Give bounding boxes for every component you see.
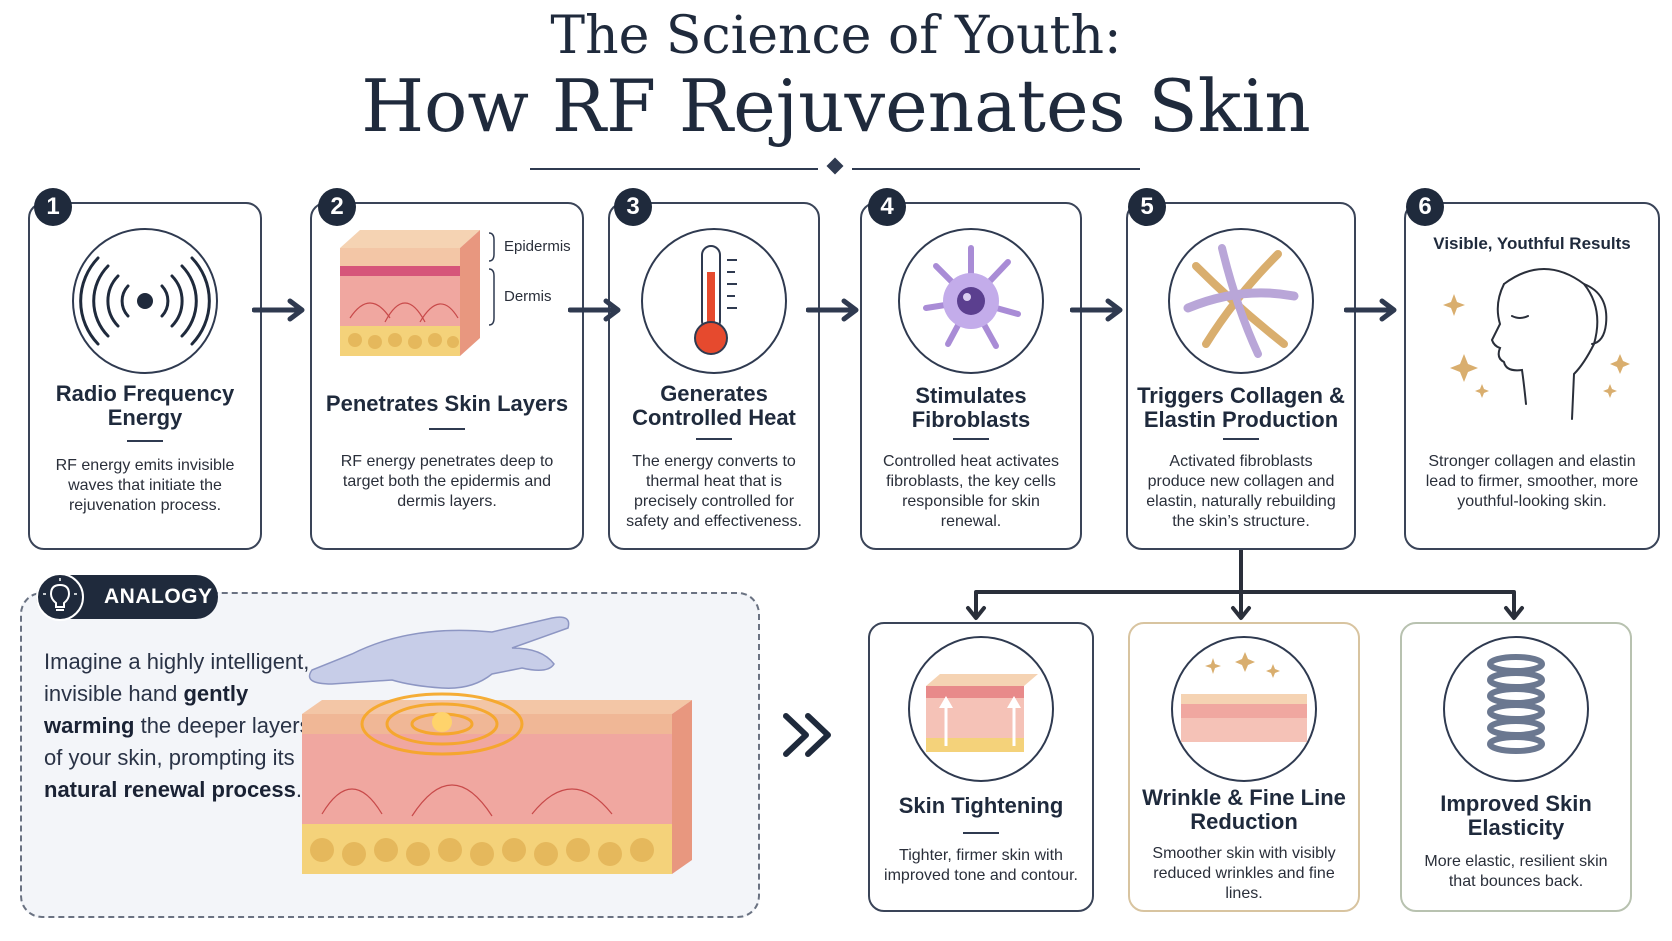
step-title: Visible, Youthful Results — [1433, 234, 1631, 253]
result-title: Wrinkle & Fine Line Reduction — [1142, 785, 1346, 834]
layer-bracket-epidermis — [488, 232, 495, 262]
thermometer-icon — [639, 226, 789, 376]
skin-layers-icon — [330, 218, 490, 368]
dermis-label: Dermis — [504, 288, 552, 305]
step-title: Generates Controlled Heat — [632, 381, 796, 430]
step-title: Radio Frequency Energy — [55, 381, 235, 430]
step-number-1: 1 — [34, 188, 72, 226]
result-title: Skin Tightening — [898, 793, 1064, 818]
step-description: The energy converts to thermal heat that… — [626, 453, 802, 530]
step-card-2: Epidermis Dermis Penetrates Skin Layers … — [310, 202, 584, 550]
step-rule — [953, 438, 989, 440]
step-card-3: Generates Controlled Heat The energy con… — [608, 202, 820, 550]
spring-icon — [1441, 634, 1591, 784]
result-description: More elastic, resilient skin that bounce… — [1424, 853, 1608, 890]
analogy-text: Imagine a highly intelligent, invisible … — [44, 649, 311, 802]
face-profile-icon — [1434, 254, 1634, 424]
step-rule — [429, 428, 465, 430]
result-card-1: Skin Tightening Tighter, firmer skin wit… — [868, 622, 1094, 912]
step-number-2: 2 — [318, 188, 356, 226]
step-rule — [127, 440, 163, 442]
result-description: Smoother skin with visibly reduced wrink… — [1152, 845, 1336, 902]
step-title: Triggers Collagen & Elastin Production — [1137, 383, 1345, 432]
result-rule — [963, 832, 999, 834]
epidermis-label: Epidermis — [504, 238, 571, 255]
step-card-5: Triggers Collagen & Elastin Production A… — [1126, 202, 1356, 550]
step-number-4: 4 — [868, 188, 906, 226]
title-divider-right — [852, 168, 1140, 170]
skin-tightening-icon — [906, 634, 1056, 784]
title-line1: The Science of Youth: — [550, 6, 1122, 66]
result-title: Improved Skin Elasticity — [1440, 791, 1592, 840]
collagen-fibers-icon — [1166, 226, 1316, 376]
radio-waves-icon — [70, 226, 220, 376]
flow-arrow-1-2 — [252, 298, 305, 322]
analogy-label: ANALOGY — [104, 585, 213, 608]
step-title: Penetrates Skin Layers — [325, 391, 569, 416]
title-divider-diamond — [826, 157, 844, 175]
hand-skin-illustration — [292, 604, 722, 904]
title-divider-left — [530, 168, 818, 170]
step-number-5: 5 — [1128, 188, 1166, 226]
flow-arrow-2-3 — [568, 298, 621, 322]
double-chevron-icon — [783, 713, 831, 757]
step-rule — [1223, 438, 1259, 440]
result-card-3: Improved Skin Elasticity More elastic, r… — [1400, 622, 1632, 912]
step-card-4: Stimulates Fibroblasts Controlled heat a… — [860, 202, 1082, 550]
flow-arrow-5-6 — [1344, 298, 1397, 322]
branch-connector — [966, 550, 1524, 620]
page-title: How RF Rejuvenates Skin — [361, 64, 1311, 148]
flow-arrow-4-5 — [1070, 298, 1123, 322]
step-description: Stronger collagen and elastin lead to fi… — [1425, 453, 1639, 510]
lightbulb-icon — [36, 573, 84, 621]
smooth-skin-icon — [1169, 634, 1319, 784]
step-number-6: 6 — [1406, 188, 1444, 226]
step-number-3: 3 — [614, 188, 652, 226]
fibroblast-cell-icon — [896, 226, 1046, 376]
step-rule — [696, 438, 732, 440]
result-card-2: Wrinkle & Fine Line Reduction Smoother s… — [1128, 622, 1360, 912]
step-description: Activated fibroblasts produce new collag… — [1146, 453, 1336, 530]
layer-bracket-dermis — [488, 268, 495, 326]
flow-arrow-3-4 — [806, 298, 859, 322]
step-description: Controlled heat activates fibroblasts, t… — [882, 453, 1060, 530]
step-description: RF energy emits invisible waves that ini… — [55, 457, 235, 514]
step-card-1: Radio Frequency Energy RF energy emits i… — [28, 202, 262, 550]
step-description: RF energy penetrates deep to target both… — [340, 453, 554, 510]
result-description: Tighter, firmer skin with improved tone … — [884, 847, 1078, 884]
step-title: Stimulates Fibroblasts — [911, 383, 1031, 432]
step-card-6: Visible, Youthful Results Stronger colla… — [1404, 202, 1660, 550]
